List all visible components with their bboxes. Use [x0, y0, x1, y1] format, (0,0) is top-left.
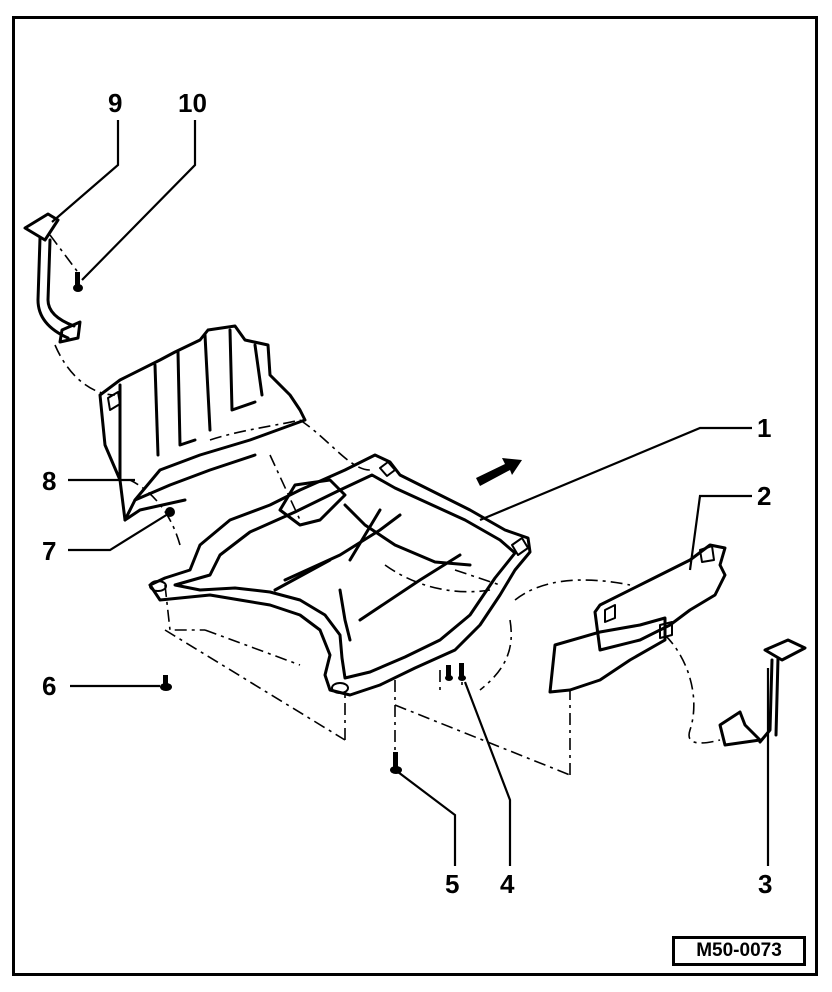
fastener-part-6 [160, 675, 172, 691]
bracket-part-3 [718, 638, 807, 747]
callout-6: 6 [42, 671, 56, 701]
diagram-frame [12, 16, 818, 976]
fastener-part-4 [445, 663, 466, 681]
underbody-panel-part-1 [148, 453, 532, 697]
callout-3: 3 [758, 869, 772, 899]
assembly-lines [49, 234, 721, 776]
callout-5: 5 [445, 869, 459, 899]
leader-lines [51, 120, 770, 866]
side-shell-part-8 [98, 324, 307, 522]
callout-10: 10 [178, 88, 207, 118]
callout-8: 8 [42, 466, 56, 496]
direction-arrow [476, 458, 522, 486]
fastener-part-5 [390, 752, 402, 774]
callout-4: 4 [500, 869, 515, 899]
callout-9: 9 [108, 88, 122, 118]
side-shell-part-2 [548, 543, 727, 694]
bolt-part-10 [73, 272, 83, 292]
bracket-part-9 [23, 212, 82, 344]
callout-labels: 1 2 3 4 5 6 7 8 9 10 [42, 88, 772, 899]
callout-7: 7 [42, 536, 56, 566]
callout-1: 1 [757, 413, 771, 443]
reference-code: M50-0073 [696, 940, 782, 961]
callout-2: 2 [757, 481, 771, 511]
reference-code-box: M50-0073 [672, 936, 806, 966]
